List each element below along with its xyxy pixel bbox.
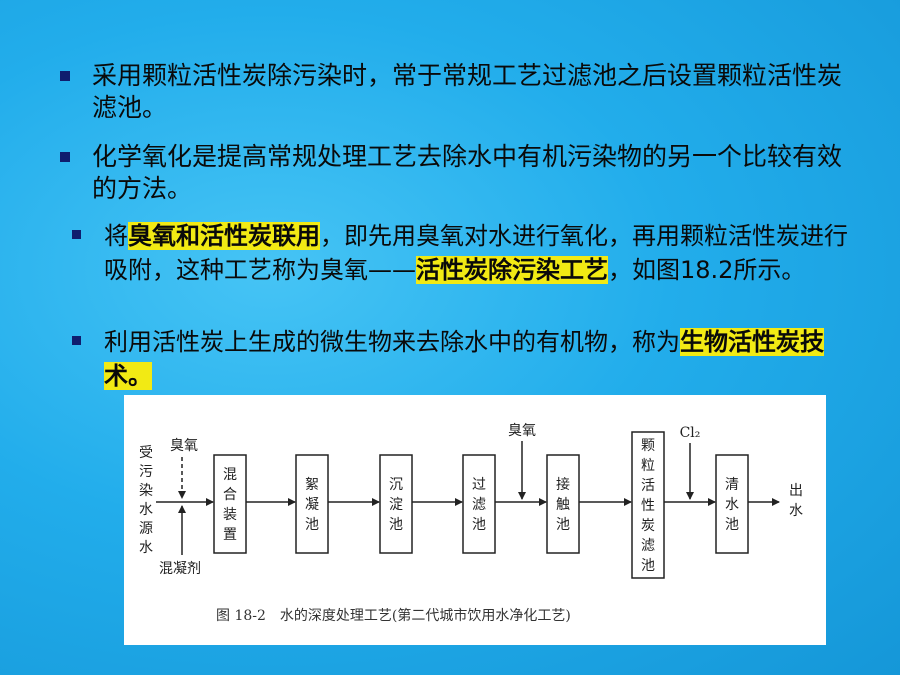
bullet-text: 采用颗粒活性炭除污染时，常于常规工艺过滤池之后设置颗粒活性炭滤池。 <box>92 61 843 122</box>
bullet-square-icon <box>72 336 81 345</box>
bullet-text-post: ，如图18.2所示。 <box>608 256 806 284</box>
process-box <box>213 454 247 554</box>
contact-ozone-label: 臭氧 <box>508 423 536 439</box>
chlorine-label: Cl₂ <box>680 425 701 441</box>
highlight-process-name: 活性炭除污染工艺 <box>416 256 608 284</box>
process-flow-figure: 受污染水源水 臭氧混凝剂 混合装置 絮凝池 沉淀池 过滤池 接触池 颗粒活性炭滤池 清水池 出水 臭… <box>124 395 826 645</box>
source-water-label: 受污染水源水 <box>139 445 153 556</box>
bullet-square-icon <box>60 71 70 81</box>
process-box-label: 过滤池 <box>472 477 486 533</box>
process-box-label: 清水池 <box>725 477 739 533</box>
bullet-item-3: 将臭氧和活性炭联用，即先用臭氧对水进行氧化，再用颗粒活性炭进行吸附，这种工艺称为… <box>72 219 864 287</box>
process-box-label: 颗粒活性炭滤池 <box>641 438 655 574</box>
process-box <box>546 454 580 554</box>
process-box <box>295 454 329 554</box>
ozone-input-label: 臭氧 <box>170 438 198 454</box>
process-box <box>462 454 496 554</box>
process-box-label: 絮凝池 <box>305 476 319 533</box>
bullet-square-icon <box>72 230 81 239</box>
figure-caption: 图 18-2 水的深度处理工艺(第二代城市饮用水净化工艺) <box>216 607 571 624</box>
process-box <box>631 431 665 579</box>
bullet-text: 化学氧化是提高常规处理工艺去除水中有机污染物的另一个比较有效的方法。 <box>92 142 843 203</box>
process-box-label: 沉淀池 <box>389 477 403 533</box>
highlight-ozone-carbon: 臭氧和活性炭联用 <box>128 222 320 250</box>
bullet-text-mid: ，即先用臭氧对水进行氧化，再用颗粒活性炭进行吸附，这种工艺称为臭氧—— <box>104 222 848 284</box>
bullet-text-pre: 将 <box>104 222 128 250</box>
coagulant-input-label: 混凝剂 <box>159 561 201 577</box>
bullet-square-icon <box>60 152 70 162</box>
bullet-item-2: 化学氧化是提高常规处理工艺去除水中有机污染物的另一个比较有效的方法。 <box>60 141 852 205</box>
bullet-item-4: 利用活性炭上生成的微生物来去除水中的有机物，称为生物活性炭技术。 <box>72 325 864 393</box>
process-box <box>379 454 413 554</box>
bullet-item-1: 采用颗粒活性炭除污染时，常于常规工艺过滤池之后设置颗粒活性炭滤池。 <box>60 60 852 124</box>
process-box-label: 混合装置 <box>223 467 237 543</box>
process-box-label: 接触池 <box>556 476 570 533</box>
output-label: 出水 <box>789 483 803 519</box>
bullet-text-pre: 利用活性炭上生成的微生物来去除水中的有机物，称为 <box>104 328 680 356</box>
process-box <box>715 454 749 554</box>
